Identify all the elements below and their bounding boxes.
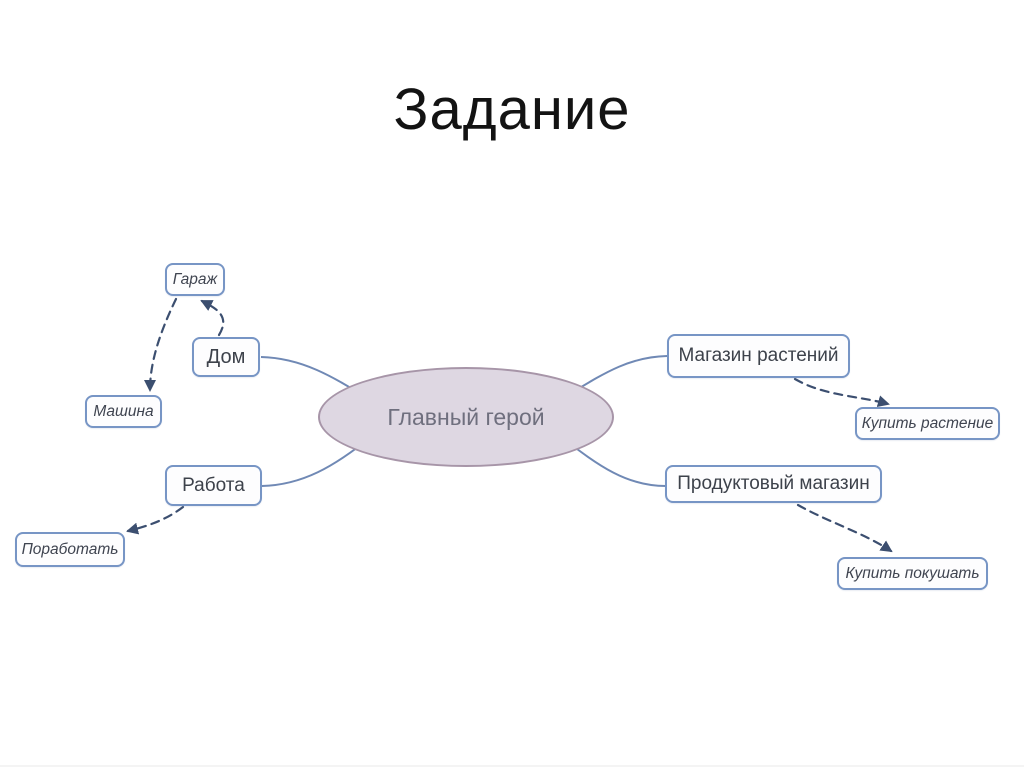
node-plant-store[interactable]: Магазин растений [667,334,850,378]
arrow-work-to-dowork [126,505,185,535]
central-topic-label: Главный герой [387,403,545,430]
node-buy-plant[interactable]: Купить растение [855,407,1000,440]
node-car[interactable]: Машина [85,395,162,428]
node-do-work[interactable]: Поработать [15,532,125,567]
node-garage[interactable]: Гараж [165,263,225,296]
node-work[interactable]: Работа [165,465,262,506]
arrow-grocerystore-to-buyfood [796,503,893,553]
arrow-home-to-garage [200,299,225,337]
node-buy-food[interactable]: Купить покушать [837,557,988,590]
page-title: Задание [393,77,631,142]
central-topic-main-character[interactable]: Главный герой [318,367,614,467]
node-home[interactable]: Дом [192,337,260,377]
arrow-garage-to-car [144,297,178,392]
arrow-plantstore-to-buyplant [793,377,890,408]
node-grocery-store[interactable]: Продуктовый магазин [665,465,882,503]
